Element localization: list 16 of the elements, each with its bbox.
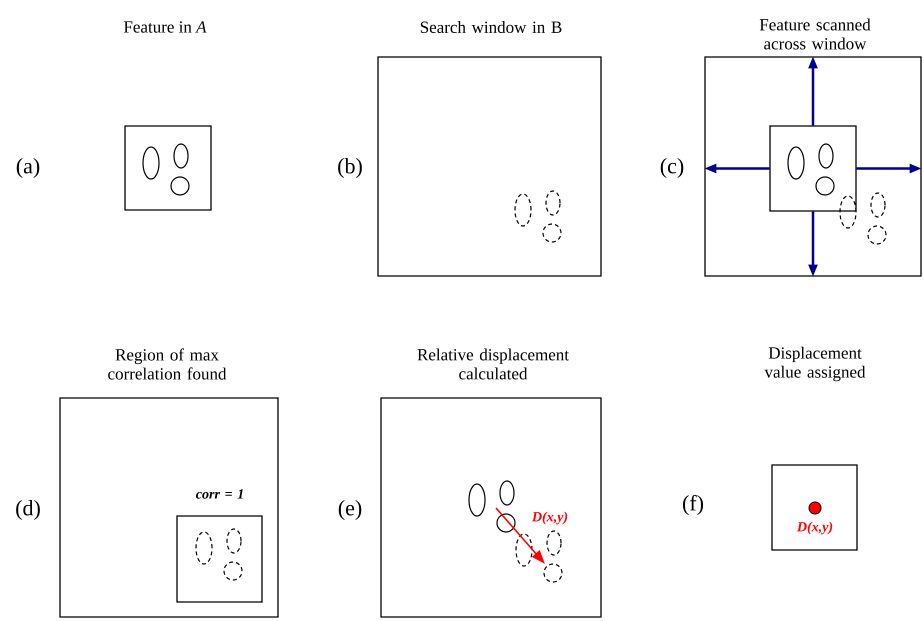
displacement-label: D(x,y) [532, 512, 568, 524]
panel-heading: corr = 1 [196, 489, 243, 499]
panel-heading: Displacement value assigned [764, 346, 866, 382]
panel-heading: Region of max correlation found [108, 348, 226, 380]
panel-label: (e) [338, 500, 362, 520]
panel-heading: Relative displacement calculated [418, 348, 569, 380]
panel-heading: Feature in A [124, 21, 207, 33]
panel-label: (f) [682, 494, 704, 516]
panel-label: (c) [660, 158, 684, 178]
panel-label: (a) [16, 158, 40, 178]
feature-box [769, 125, 857, 212]
panel-label: (b) [338, 158, 362, 178]
displacement-label: D(x,y) [796, 522, 832, 534]
panel-heading: Feature scanned across window [760, 18, 870, 50]
panel-heading: Search window in B [420, 21, 562, 33]
panel-label: (d) [16, 500, 40, 520]
